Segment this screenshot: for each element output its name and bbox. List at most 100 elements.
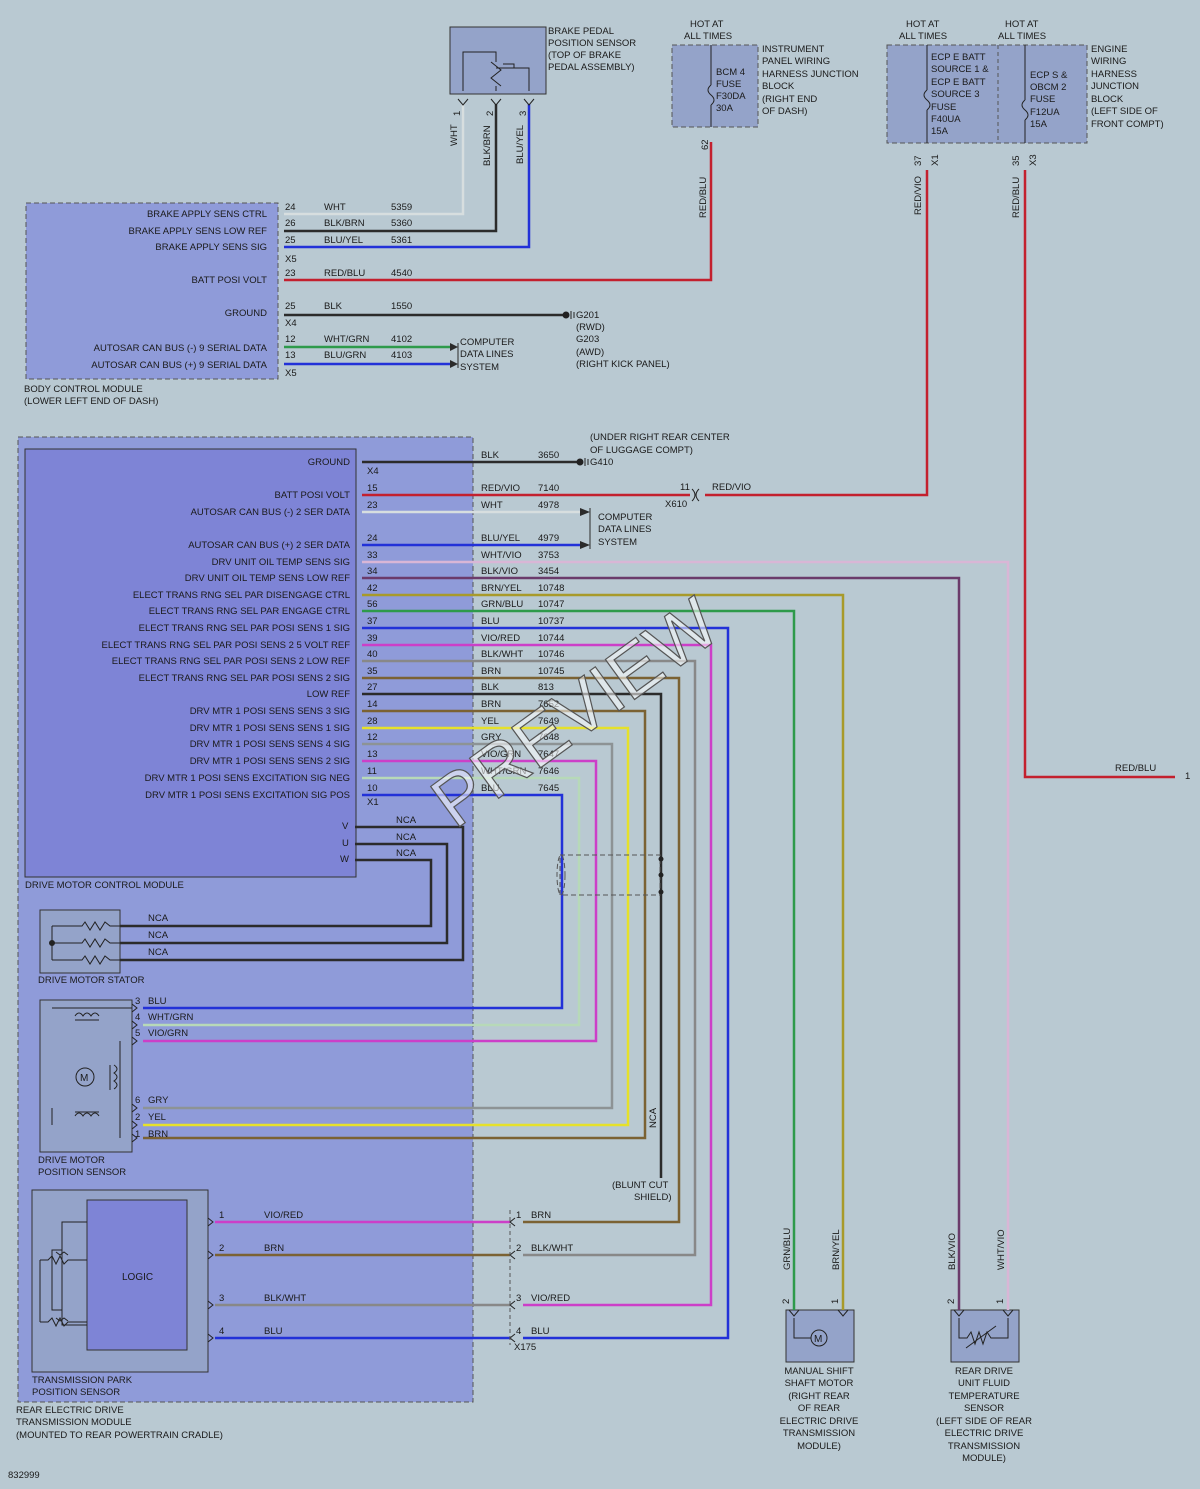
logic-label: LOGIC xyxy=(122,1272,153,1283)
brake-sensor-internal xyxy=(462,51,530,91)
can-arrows-dmcm xyxy=(580,508,591,549)
circuit-number: 3454 xyxy=(538,566,559,577)
ewjb-label-line: FRONT COMPT) xyxy=(1091,119,1164,130)
dmcm-connector-labels: X4 X1 xyxy=(367,466,379,808)
pin-number: 12 xyxy=(285,334,296,345)
ground-g201-symbol xyxy=(562,311,575,319)
ipjb-label-line: (RIGHT END xyxy=(762,94,817,105)
bcm-pin-label: GROUND xyxy=(225,308,267,319)
wire-color-label: BRN/YEL xyxy=(831,1229,842,1270)
module-name-line: (LOWER LEFT END OF DASH) xyxy=(24,396,158,407)
wire-color-label: WHT xyxy=(449,124,460,146)
ewjb-label-line: BLOCK xyxy=(1091,94,1124,105)
redtm-name-line: REAR ELECTRIC DRIVE xyxy=(16,1405,124,1416)
wire-color-label: RED/VIO xyxy=(481,483,520,494)
fuse-label-line: FUSE xyxy=(1030,94,1055,105)
dmcm-pin-label: DRV UNIT OIL TEMP SENS LOW REF xyxy=(185,573,350,584)
g201-label: G201 (RWD) G203 (AWD) (RIGHT KICK PANEL) xyxy=(576,310,670,370)
wire-color-label: BLK/VIO xyxy=(481,566,518,577)
fuse-label-line: FUSE xyxy=(931,102,956,113)
bcm4-fuse-symbol xyxy=(707,45,715,127)
hot-label-line: HOT AT xyxy=(906,19,940,30)
wire-5359-wht xyxy=(284,104,465,216)
pin-number: 56 xyxy=(367,599,378,610)
position-sensor-internals xyxy=(51,1007,132,1138)
computer-data-lines-bcm: COMPUTER DATA LINES SYSTEM xyxy=(460,337,515,373)
rdu-name-line: REAR DRIVE xyxy=(955,1366,1013,1377)
fuse-label-line: SOURCE 3 xyxy=(931,89,980,100)
wire-color-label: NCA xyxy=(148,930,169,941)
wire-7652-brn xyxy=(143,709,647,1140)
mssm-motor-letter: M xyxy=(814,1334,822,1345)
rdu-name-line: TEMPERATURE xyxy=(948,1391,1019,1402)
wire-color-label: WHT/GRN xyxy=(148,1012,194,1023)
ground-label-line: (RWD) xyxy=(576,322,605,333)
hot-at-all-times-ecp: HOT AT ALL TIMES xyxy=(899,19,947,42)
ground-label-line: (UNDER RIGHT REAR CENTER xyxy=(590,432,730,443)
redtm-name-line: (MOUNTED TO REAR POWERTRAIN CRADLE) xyxy=(16,1430,223,1441)
fuse-label-line: 15A xyxy=(931,126,949,137)
dmcm-pin-label: DRV MTR 1 POSI SENS EXCITATION SIG NEG xyxy=(145,773,350,784)
pin-number: 1 xyxy=(830,1299,841,1304)
hot-label-line: HOT AT xyxy=(1005,19,1039,30)
drive-motor-control-module-box xyxy=(24,448,357,878)
bcm-pin-label: AUTOSAR CAN BUS (+) 9 SERIAL DATA xyxy=(91,360,267,371)
wire-color-label: WHT/GRN xyxy=(324,334,370,345)
wire-phase-w xyxy=(120,858,433,928)
ground-label-line: (AWD) xyxy=(576,347,604,358)
pin-number: 15 xyxy=(367,483,378,494)
logic-block xyxy=(86,1199,188,1351)
pin-number: 13 xyxy=(285,350,296,361)
fuse-label-line: 30A xyxy=(716,103,734,114)
bcm-pin-label: BRAKE APPLY SENS LOW REF xyxy=(128,226,267,237)
connector-label: X5 xyxy=(285,368,297,379)
ground-label-line: (RIGHT KICK PANEL) xyxy=(576,359,670,370)
pin-number: 2 xyxy=(135,1112,140,1123)
wire-color-label: RED/BLU xyxy=(698,177,709,218)
wire-color-label: RED/BLU xyxy=(1011,177,1022,218)
connector-label: X1 xyxy=(367,797,379,808)
hot-label-line: ALL TIMES xyxy=(998,31,1046,42)
wire-10737-blu xyxy=(362,626,730,1340)
blunt-cut-line: SHIELD) xyxy=(634,1192,671,1203)
pin-number: 3 xyxy=(516,1293,521,1304)
pos-sensor-name-line: DRIVE MOTOR xyxy=(38,1155,105,1166)
hot-label-line: ALL TIMES xyxy=(899,31,947,42)
dmcm-pin-label: GROUND xyxy=(308,457,350,468)
pin-number: 42 xyxy=(367,583,378,594)
fuse-label-line: ECP S & xyxy=(1030,70,1068,81)
ecp-fuse-symbol xyxy=(923,45,1029,143)
wire-color-label: YEL xyxy=(481,716,499,727)
phase-label: U xyxy=(342,838,349,849)
wire-color-label: BLU/YEL xyxy=(481,533,520,544)
circuit-number: 10745 xyxy=(538,666,564,677)
wire-7649-yel xyxy=(143,726,630,1127)
engine-wiring-junction-block-box xyxy=(886,44,1088,144)
pin-number: 25 xyxy=(285,301,296,312)
rdu-name-line: UNIT FLUID xyxy=(958,1378,1010,1389)
dmcm-pin-label: ELECT TRANS RNG SEL PAR DISENGAGE CTRL xyxy=(133,590,350,601)
wire-phase-v xyxy=(120,825,465,962)
wire-color-label: BRN xyxy=(531,1210,551,1221)
circuit-number: 7647 xyxy=(538,749,559,760)
mssm-name-line: MODULE) xyxy=(797,1441,841,1452)
computer-data-lines-dmcm: COMPUTER DATA LINES SYSTEM xyxy=(598,512,653,548)
wire-color-label: RED/VIO xyxy=(913,176,924,215)
mssm-name-line: (RIGHT REAR xyxy=(788,1391,850,1402)
fuse-label-line: F30DA xyxy=(716,91,746,102)
circuit-number: 7646 xyxy=(538,766,559,777)
ecp-fuse-label: ECP E BATT SOURCE 1 & ECP E BATT SOURCE … xyxy=(931,52,989,137)
ewjb-label-line: JUNCTION xyxy=(1091,81,1139,92)
wire-color-label: NCA xyxy=(148,947,169,958)
circuit-number: 7140 xyxy=(538,483,559,494)
mssm-symbol xyxy=(788,1309,849,1347)
circuit-number: 10746 xyxy=(538,649,564,660)
pin-number: 4 xyxy=(219,1326,224,1337)
ground-g410-symbol xyxy=(576,458,589,466)
circuit-number: 7649 xyxy=(538,716,559,727)
body-control-module-box xyxy=(25,202,279,380)
pin-number: 2 xyxy=(485,111,496,116)
circuit-number: 5359 xyxy=(391,202,412,213)
fuse-label-line: 15A xyxy=(1030,119,1048,130)
pin-number: 2 xyxy=(781,1299,792,1304)
